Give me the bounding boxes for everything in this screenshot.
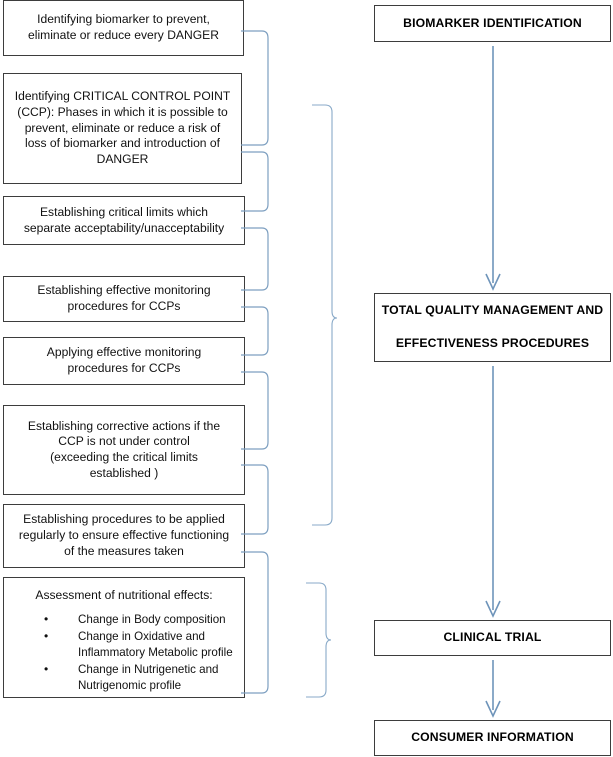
box-line: EFFECTIVENESS PROCEDURES	[395, 336, 590, 350]
box-line: Applying effective monitoring	[46, 345, 202, 360]
pair-brace-7	[241, 551, 269, 694]
stage-box-total-quality-management[interactable]: TOTAL QUALITY MANAGEMENT AND EFFECTIVENE…	[374, 293, 611, 362]
pair-brace-2	[241, 151, 269, 212]
box-line: CCP is not under control	[58, 434, 190, 449]
list-item: Change in Body composition	[44, 611, 238, 628]
pair-brace-3	[241, 227, 269, 291]
assessment-heading: Assessment of nutritional effects:	[35, 588, 213, 602]
process-box-establish-monitoring[interactable]: Establishing effective monitoring proced…	[3, 276, 245, 322]
list-item: Change in Oxidative and Inflammatory Met…	[44, 628, 238, 661]
pair-brace-1	[241, 30, 269, 146]
pair-brace-5	[241, 371, 269, 450]
box-line: loss of biomarker and introduction of	[25, 136, 220, 151]
box-line: Establishing critical limits which	[39, 204, 209, 219]
box-line: TOTAL QUALITY MANAGEMENT AND	[381, 303, 604, 318]
process-box-identify-ccp[interactable]: Identifying CRITICAL CONTROL POINT (CCP)…	[3, 73, 242, 184]
arrow-biomarker-to-tqm	[485, 46, 501, 291]
box-line: (exceeding the critical limits	[50, 450, 198, 464]
box-line: eliminate or reduce every DANGER	[28, 28, 219, 42]
stage-box-clinical-trial[interactable]: CLINICAL TRIAL	[374, 620, 611, 656]
process-box-nutritional-assessment[interactable]: Assessment of nutritional effects: Chang…	[3, 577, 245, 698]
arrow-tqm-to-clinical-trial	[485, 366, 501, 618]
box-line: BIOMARKER IDENTIFICATION	[403, 15, 582, 30]
box-line: prevent, eliminate or reduce a risk of	[24, 120, 221, 135]
stage-box-biomarker-identification[interactable]: BIOMARKER IDENTIFICATION	[374, 5, 611, 42]
box-line: Establishing effective monitoring	[37, 283, 211, 298]
box-line: regularly to ensure effective functionin…	[18, 528, 230, 543]
process-box-corrective-actions[interactable]: Establishing corrective actions if the C…	[3, 405, 245, 495]
list-item: Change in Nutrigenetic and Nutrigenomic …	[44, 661, 238, 694]
box-line: CLINICAL TRIAL	[443, 630, 542, 645]
arrow-clinical-trial-to-consumer	[485, 660, 501, 718]
box-line: of the measures taken	[64, 543, 184, 558]
box-line: DANGER	[96, 152, 149, 167]
process-box-identify-biomarker[interactable]: Identifying biomarker to prevent, elimin…	[3, 0, 244, 56]
box-line: CONSUMER INFORMATION	[411, 730, 574, 745]
group-brace-haccp	[312, 104, 338, 526]
box-line: Establishing corrective actions if the	[27, 418, 221, 433]
pair-brace-4	[241, 306, 269, 356]
process-box-critical-limits[interactable]: Establishing critical limits which separ…	[3, 196, 245, 245]
box-line: established )	[89, 465, 159, 480]
box-line: separate acceptability/unacceptability	[23, 220, 225, 235]
pair-brace-6	[241, 464, 269, 535]
box-line: (CCP): Phases in which it is possible to	[17, 104, 228, 119]
stage-box-consumer-information[interactable]: CONSUMER INFORMATION	[374, 720, 611, 756]
process-box-apply-monitoring[interactable]: Applying effective monitoring procedures…	[3, 337, 245, 385]
group-brace-assessment	[306, 582, 332, 698]
assessment-bullet-list: Change in Body composition Change in Oxi…	[10, 611, 238, 695]
box-line: Establishing procedures to be applied	[23, 512, 225, 527]
box-line: Identifying CRITICAL CONTROL POINT	[14, 89, 231, 104]
process-box-verification-procedures[interactable]: Establishing procedures to be applied re…	[3, 504, 245, 568]
box-line: Identifying biomarker to prevent,	[37, 12, 210, 27]
box-line: procedures for CCPs	[67, 299, 181, 313]
box-line: procedures for CCPs	[67, 361, 181, 375]
